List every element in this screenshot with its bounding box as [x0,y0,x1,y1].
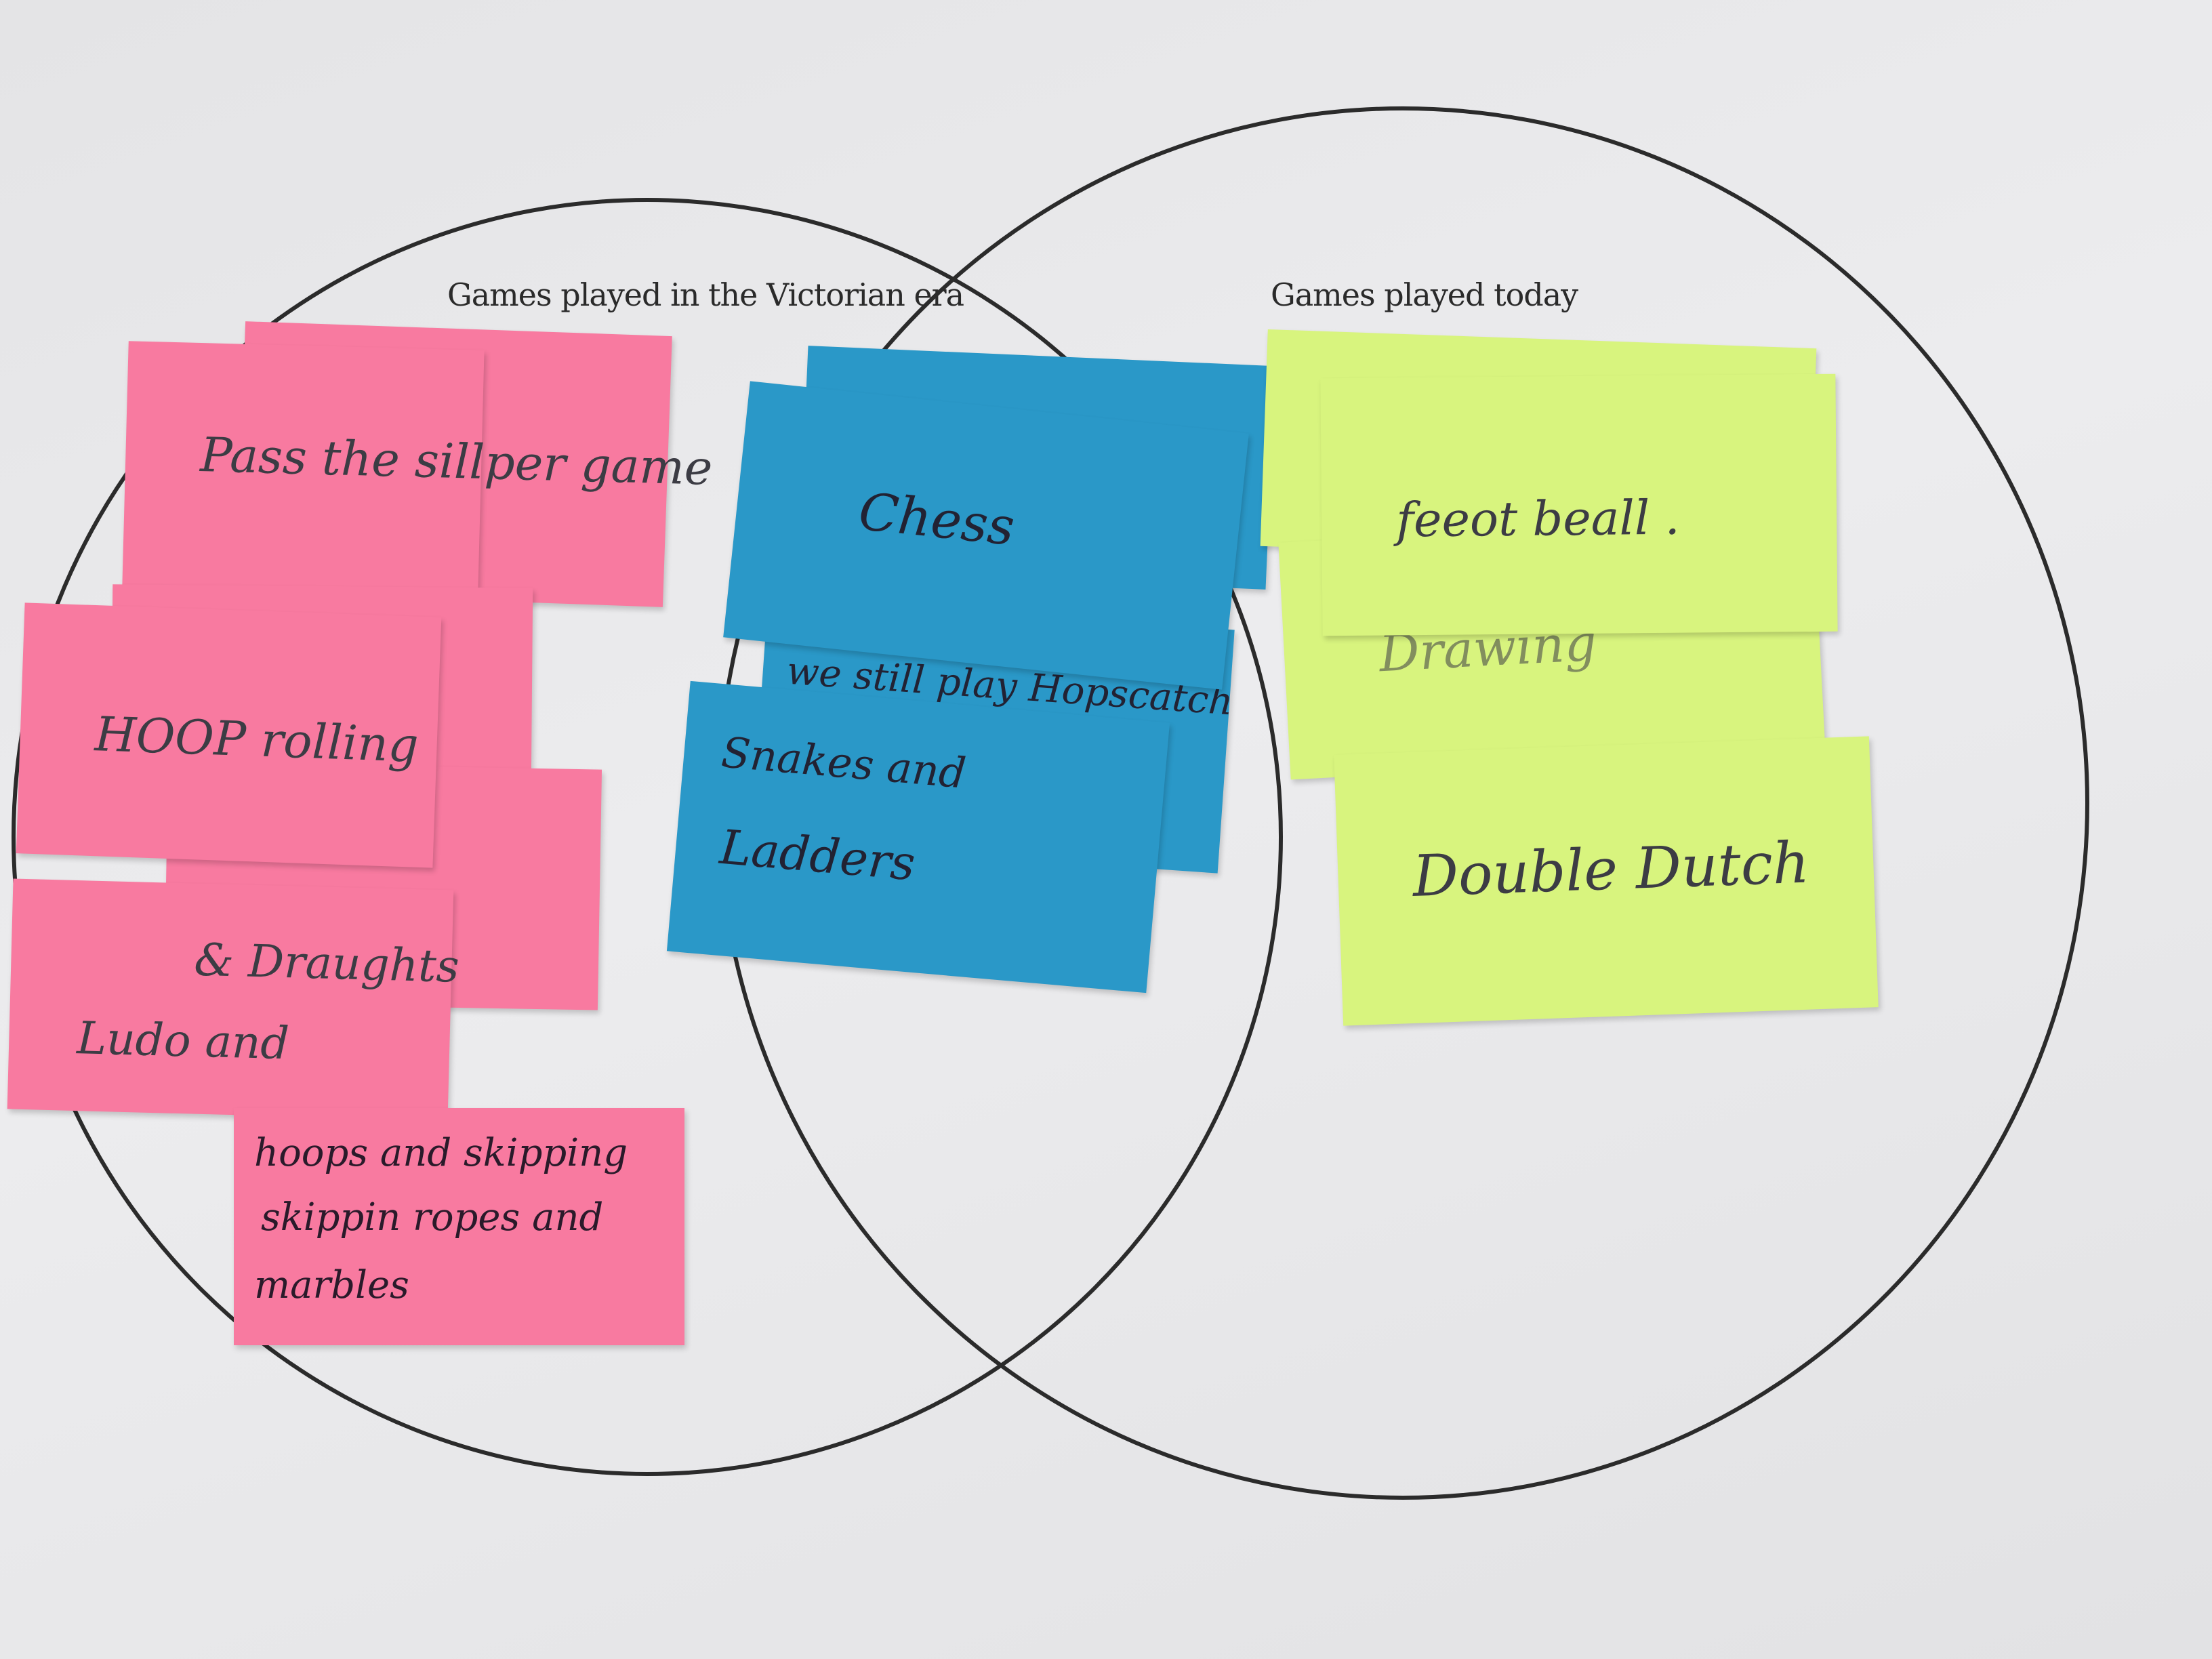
hoops-skipping-line-3: marbles [254,1263,409,1307]
football-text: feeot beall . [1395,489,1681,548]
blue-note-snakes-ladders: Snakes and Ladders [666,680,1170,994]
hoops-skipping-line-2: skippin ropes and [261,1195,604,1240]
double-dutch-text: Double Dutch [1411,829,1811,909]
draughts-text: & Draughts [193,933,460,993]
pink-note-hoops-skipping: hoops and skipping skippin ropes and mar… [234,1108,684,1345]
chess-text: Chess [856,480,1018,558]
right-circle-title: Games played today [1271,276,1578,313]
green-note-double-dutch: Double Dutch [1334,736,1879,1026]
pink-note-ludo-draughts: & Draughts Ludo and [7,878,460,1121]
hoops-skipping-line-1: hoops and skipping [254,1131,628,1175]
left-circle-title: Games played in the Victorian era [447,276,964,313]
snakes-text: Snakes and [719,727,968,798]
ludo-text: Ludo and [76,1012,290,1070]
green-note-football: feeot beall . [1320,373,1838,636]
pink-note-pass-the-slipper: Pass the sillper game [122,341,713,594]
left-circle [12,198,1283,1476]
hoop-rolling-text: HOOP rolling [94,706,419,773]
blue-note-chess: Chess [723,381,1249,690]
ladders-text: Ladders [718,819,918,892]
pink-note-hoop-rolling: HOOP rolling [16,602,442,868]
pass-the-slipper-text: Pass the sillper game [199,427,714,496]
